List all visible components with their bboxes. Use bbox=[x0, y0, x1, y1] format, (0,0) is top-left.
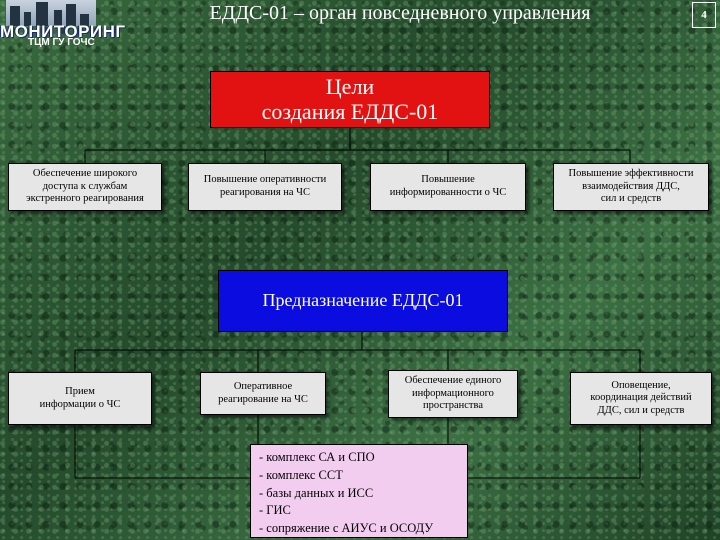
goal-item-line: сил и средств bbox=[600, 193, 662, 205]
goal-item-line: взаимодействия ДДС, bbox=[582, 180, 680, 192]
logo-subtitle: ТЦМ ГУ ГОЧС bbox=[28, 37, 95, 48]
goals-title-line1: Цели bbox=[325, 74, 375, 100]
goal-item: Повышение эффективности взаимодействия Д… bbox=[553, 163, 709, 211]
goals-title-line2: создания ЕДДС-01 bbox=[261, 98, 439, 124]
purpose-item-line: Оповещение, bbox=[611, 379, 671, 391]
list-item: - ГИС bbox=[259, 503, 291, 518]
list-item: - базы данных и ИСС bbox=[259, 485, 374, 500]
goal-item-line: доступа к службам bbox=[42, 180, 128, 192]
purpose-box: Предназначение ЕДДС-01 bbox=[218, 270, 508, 332]
purpose-item-line: Оперативное bbox=[233, 380, 293, 392]
purpose-item-line: пространства bbox=[422, 400, 484, 412]
purpose-item: Прием информации о ЧС bbox=[8, 372, 152, 425]
purpose-item-line: информационного bbox=[412, 387, 494, 399]
list-item: - комплекс СА и СПО bbox=[259, 450, 375, 464]
purpose-item-line: Прием bbox=[65, 385, 95, 397]
purpose-item-line: информации о ЧС bbox=[39, 398, 121, 410]
page-number: 4 bbox=[692, 2, 716, 28]
list-item: - комплекс ССТ bbox=[259, 467, 343, 482]
purpose-item-line: реагирование на ЧС bbox=[218, 393, 308, 405]
goal-item-line: информированности о ЧС bbox=[389, 187, 507, 198]
page-title: ЕДДС-01 – орган повседневного управления bbox=[209, 2, 591, 24]
goal-item-line: экстренного реагирования bbox=[26, 193, 144, 205]
goals-box: Цели создания ЕДДС-01 bbox=[210, 71, 490, 128]
purpose-item-line: координация действий bbox=[590, 392, 692, 404]
goal-item-line: Повышение bbox=[421, 174, 475, 186]
purpose-item: Оповещение, координация действий ДДС, си… bbox=[570, 372, 712, 425]
goal-item-line: Повышение оперативности bbox=[203, 174, 327, 186]
goal-item-line: Повышение эффективности bbox=[568, 168, 694, 180]
purpose-item: Обеспечение единого информационного прос… bbox=[388, 370, 518, 418]
logo: МОНИТОРИНГ ТЦМ ГУ ГОЧС bbox=[0, 0, 130, 48]
goal-item-line: реагирования на ЧС bbox=[219, 187, 311, 198]
purpose-item: Оперативное реагирование на ЧС bbox=[200, 372, 326, 415]
purpose-item-line: ДДС, сил и средств bbox=[597, 404, 685, 416]
goal-item: Обеспечение широкого доступа к службам э… bbox=[8, 163, 162, 211]
list-item: - сопряжение с АИУС и ОСОДУ bbox=[259, 521, 434, 535]
details-list: - комплекс СА и СПО - комплекс ССТ - баз… bbox=[250, 444, 468, 538]
logo-text: МОНИТОРИНГ bbox=[0, 22, 126, 41]
purpose-item-line: Обеспечение единого bbox=[404, 375, 502, 387]
goal-item: Повышение оперативности реагирования на … bbox=[188, 163, 342, 211]
goal-item-line: Обеспечение широкого bbox=[32, 168, 138, 180]
goal-item: Повышение информированности о ЧС bbox=[370, 163, 526, 211]
